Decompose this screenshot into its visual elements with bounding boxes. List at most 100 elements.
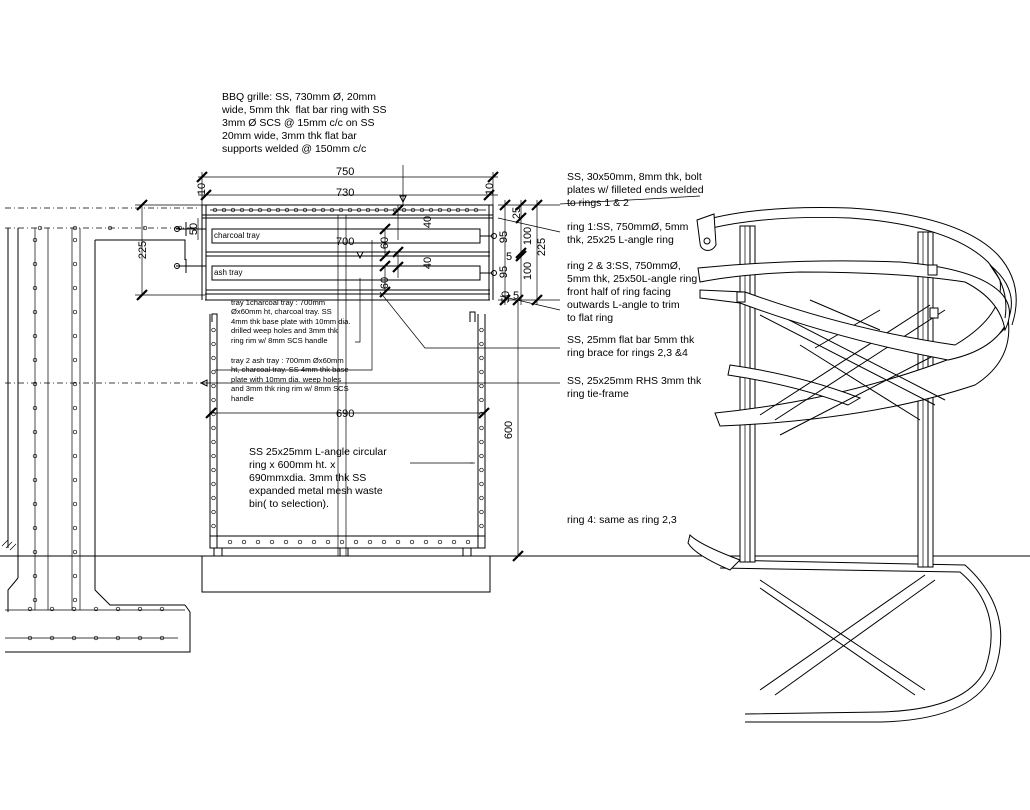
rebar-dot (321, 208, 325, 212)
rebar-dot (212, 398, 216, 402)
dim-60-b: 60 (379, 276, 392, 290)
rebar-dot (348, 208, 352, 212)
rebar-dot (420, 208, 424, 212)
rebar-dot (212, 426, 216, 430)
label-ash-tray: ash tray (214, 268, 243, 277)
rebar-dot (33, 478, 37, 482)
note-tray2: tray 2 ash tray : 700mm Øx60mm ht, charc… (231, 356, 349, 403)
dim-95-b: 95 (498, 265, 511, 279)
rebar-dot (73, 262, 77, 266)
dim-5-a: 5 (506, 251, 513, 263)
note-bolt-plates: SS, 30x50mm, 8mm thk, bolt plates w/ fil… (567, 171, 704, 209)
rebar-dot (73, 358, 77, 362)
rebar-dot (73, 454, 77, 458)
rebar-dot (480, 510, 484, 514)
rebar-dot (396, 540, 400, 544)
rebar-dot (33, 574, 37, 578)
rebar-dot (270, 540, 274, 544)
rebar-dot (480, 384, 484, 388)
rebar-dot (366, 208, 370, 212)
rebar-dot (73, 226, 77, 230)
rebar-dot (339, 208, 343, 212)
rebar-dot (438, 208, 442, 212)
rebar-dot (73, 574, 77, 578)
rebar-dot (411, 208, 415, 212)
dim-95-a: 95 (498, 230, 511, 244)
rebar-dot (456, 208, 460, 212)
rebar-dot (382, 540, 386, 544)
rebar-dot (33, 262, 37, 266)
note-rhs-tie: SS, 25x25mm RHS 3mm thk ring tie-frame (567, 375, 702, 400)
rebar-dot (480, 356, 484, 360)
dim-100-b: 100 (522, 261, 535, 281)
rebar-dot (466, 540, 470, 544)
rebar-dot (73, 430, 77, 434)
rebar-dot (73, 478, 77, 482)
rebar-dot (212, 328, 216, 332)
rebar-dot (276, 208, 280, 212)
rebar-dot (212, 440, 216, 444)
rebar-dot (212, 454, 216, 458)
rebar-dot (410, 540, 414, 544)
dimension-lines (135, 165, 700, 561)
rebar-dot (312, 208, 316, 212)
rebar-dot (357, 208, 361, 212)
rebar-dot (212, 370, 216, 374)
rebar-dot (33, 550, 37, 554)
rebar-dot (212, 482, 216, 486)
dim-25: 25 (511, 206, 524, 220)
dim-5-b: 5 (513, 290, 520, 302)
rebar-dot (330, 208, 334, 212)
rebar-dot (480, 524, 484, 528)
rebar-dot (212, 468, 216, 472)
rebar-dot (212, 496, 216, 500)
rebar-dot (480, 496, 484, 500)
rebar-dot (242, 540, 246, 544)
rebar-dot (143, 226, 147, 230)
rebar-dot (28, 636, 32, 640)
rebar-dot (138, 636, 142, 640)
dim-225-right: 225 (536, 237, 549, 257)
rebar-dot (480, 482, 484, 486)
rebar-dot (212, 384, 216, 388)
rebar-dot (94, 607, 98, 611)
rebar-dot (212, 342, 216, 346)
rebar-dot (298, 540, 302, 544)
dim-50-left: 50 (188, 222, 201, 236)
dim-750: 750 (336, 166, 355, 178)
rebar-dot (402, 208, 406, 212)
rebar-dot (33, 406, 37, 410)
ring-assembly-3d (688, 208, 1016, 723)
rebar-dot (267, 208, 271, 212)
rebar-dot (73, 382, 77, 386)
concrete-wall-section (0, 208, 1030, 652)
rebar-dot (474, 208, 478, 212)
rebar-dot (438, 540, 442, 544)
rebar-dot (73, 238, 77, 242)
rebar-dot (256, 540, 260, 544)
rebar-dot (354, 540, 358, 544)
rebar-dot (212, 524, 216, 528)
dim-60-a: 60 (379, 236, 392, 250)
note-tray1: tray 1charcoal tray : 700mm Øx60mm ht, c… (231, 298, 351, 345)
rebar-dot (212, 510, 216, 514)
rebar-dot (38, 226, 42, 230)
rebar-dot (108, 226, 112, 230)
rebar-dot (312, 540, 316, 544)
dim-50-right: 50 (500, 290, 513, 304)
note-waste-bin: SS 25x25mm L-angle circular ring x 600mm… (249, 446, 387, 510)
rebar-dot (212, 356, 216, 360)
note-ring4: ring 4: same as ring 2,3 (567, 514, 677, 526)
rebar-dot (33, 310, 37, 314)
note-bbq-grille: BBQ grille: SS, 730mm Ø, 20mm wide, 5mm … (222, 91, 387, 155)
rebar-dot (33, 526, 37, 530)
rebar-dot (303, 208, 307, 212)
rebar-dot (465, 208, 469, 212)
rebar-dot (212, 412, 216, 416)
rebar-dot (480, 454, 484, 458)
rebar-dot (222, 208, 226, 212)
dim-10-left: 10 (196, 182, 209, 196)
rebar-dot (160, 636, 164, 640)
rebar-dot (50, 607, 54, 611)
